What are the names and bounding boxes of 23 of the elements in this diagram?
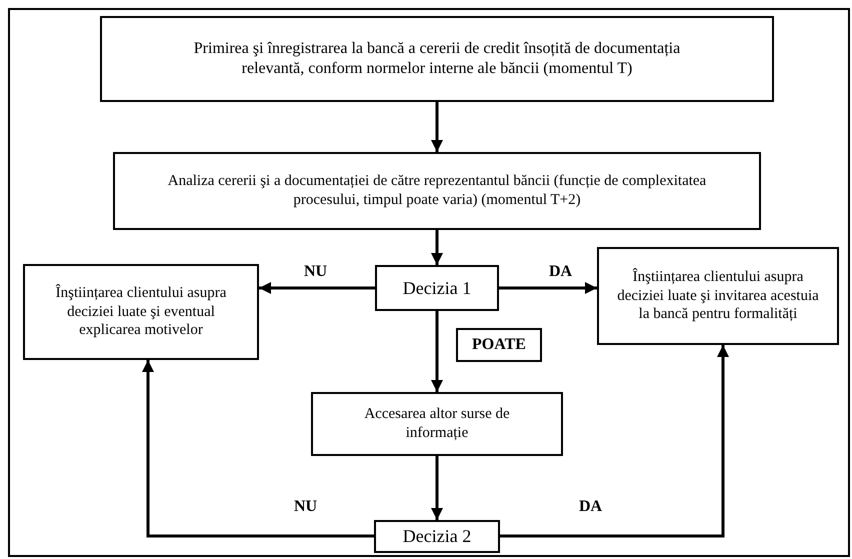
- arrow: [431, 456, 443, 520]
- box-text: Primirea şi înregistrarea la bancă a cererii de credit însoțită de documentația relevantă, conform normelor interne ale băncii (momentul T): [192, 39, 682, 79]
- process-box: [100, 16, 774, 102]
- arrow: [500, 345, 729, 538]
- process-box: [374, 520, 500, 553]
- box-text: Decizia 1: [402, 276, 472, 300]
- box-text: Analiza cererii şi a documentației de către reprezentantul băncii (funcție de complexitatea procesului, timpul poate varia) (momentul T+2): [166, 172, 708, 210]
- process-box: [597, 247, 839, 345]
- edge-label: POATE: [456, 328, 542, 362]
- process-box: [311, 392, 563, 456]
- arrow: [499, 282, 597, 294]
- process-box: [23, 264, 259, 360]
- process-box: [375, 265, 499, 311]
- box-text: Accesarea altor surse de informație: [363, 405, 511, 443]
- arrow: [431, 311, 443, 392]
- arrow: [259, 282, 375, 294]
- box-text: Înştiințarea clientului asupra deciziei luate şi eventual explicarea motivelor: [54, 284, 228, 340]
- box-text: Înştiințarea clientului asupra deciziei luate şi invitarea acestuia la bancă pentru formalități: [616, 268, 820, 324]
- arrow: [431, 102, 443, 152]
- arrow: [431, 230, 443, 265]
- arrow: [142, 360, 374, 538]
- process-box: [113, 152, 761, 230]
- box-text: Decizia 2: [402, 525, 472, 548]
